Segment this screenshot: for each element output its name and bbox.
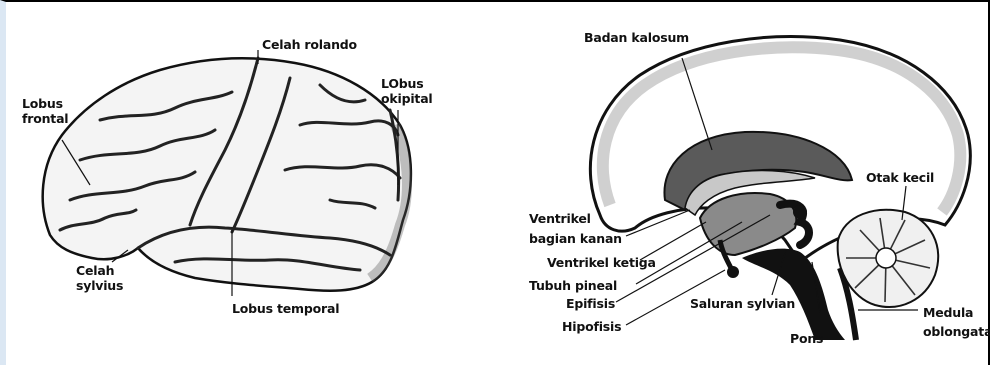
- label-hipofisis: Hipofisis: [562, 319, 621, 334]
- label-saluran-sylvian: Saluran sylvian: [690, 296, 795, 311]
- sagittal-brain-drawing: [590, 37, 970, 340]
- pituitary: [727, 266, 739, 278]
- label-badan-kalosum: Badan kalosum: [584, 30, 689, 45]
- label-ventrikel-kanan: Ventrikel bagian kanan: [529, 209, 622, 249]
- label-celah-sylvius: Celah sylvius: [76, 263, 123, 293]
- label-epifisis: Epifisis: [566, 296, 615, 311]
- cerebellum: [838, 210, 938, 307]
- label-celah-rolando: Celah rolando: [262, 37, 357, 52]
- label-lobus-frontal: Lobus frontal: [22, 96, 68, 126]
- label-lobus-okipital: LObus okipital: [381, 76, 433, 106]
- label-otak-kecil: Otak kecil: [866, 170, 934, 185]
- pineal-body: [793, 205, 807, 219]
- label-tubuh-pineal: Tubuh pineal: [529, 278, 617, 293]
- label-medula-oblongata: Medula oblongata: [923, 303, 990, 341]
- lateral-brain-drawing: [43, 50, 411, 296]
- brainstem: [742, 249, 845, 340]
- label-lobus-temporal: Lobus temporal: [232, 301, 339, 316]
- label-pons: Pons: [790, 331, 823, 346]
- label-ventrikel-ketiga: Ventrikel ketiga: [547, 255, 656, 270]
